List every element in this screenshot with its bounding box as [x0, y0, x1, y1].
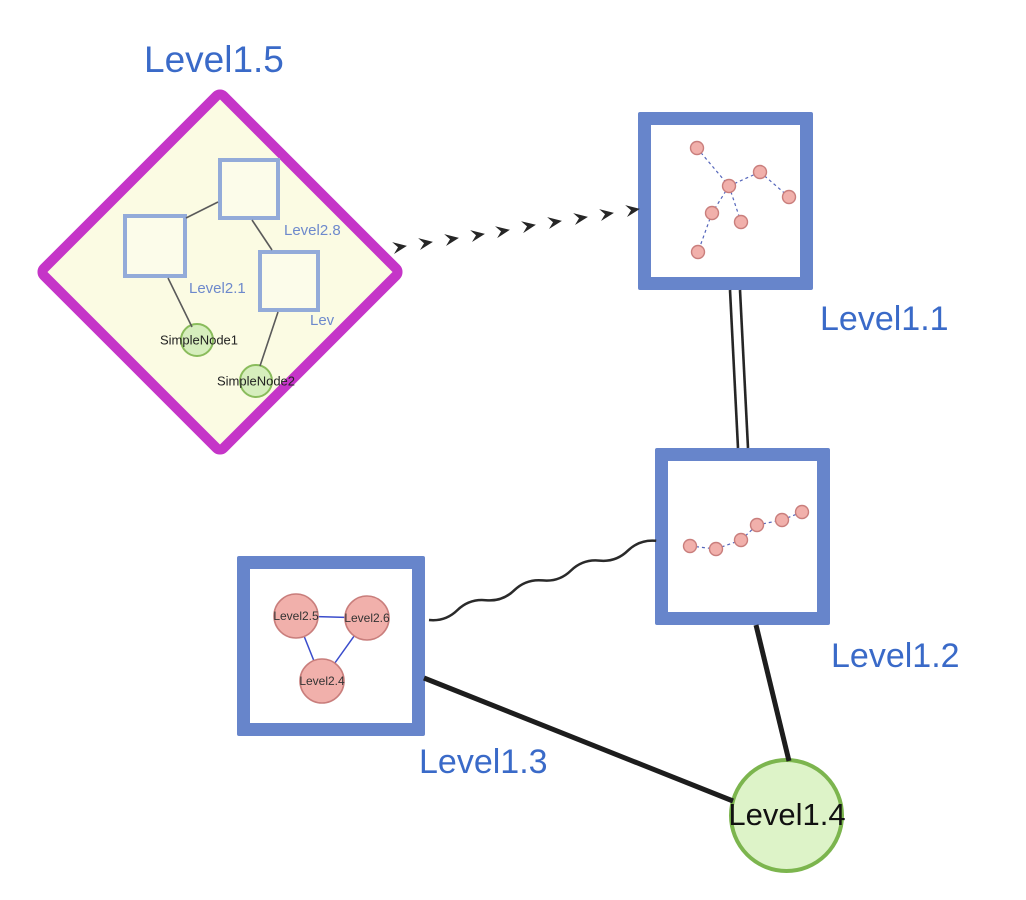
label-level2-4: Level2.4 — [299, 674, 345, 688]
child-node-level2-8[interactable] — [218, 158, 280, 220]
label-level2-1: Level2.1 — [189, 280, 246, 297]
edge-level13-level14[interactable] — [423, 675, 734, 804]
node-level1-4[interactable] — [729, 758, 844, 873]
group-node-level1-3[interactable] — [237, 556, 425, 736]
label-level1-4: Level1.4 — [728, 797, 846, 832]
group-node-level1-1[interactable] — [638, 112, 813, 290]
label-level2-5: Level2.5 — [273, 609, 319, 623]
simple-node-2[interactable] — [239, 364, 273, 398]
label-level1-3: Level1.3 — [419, 743, 548, 781]
child-node-level2-x[interactable] — [258, 250, 320, 312]
edge-level12-level14[interactable] — [753, 624, 792, 762]
label-level1-1: Level1.1 — [820, 300, 949, 338]
label-level1-5: Level1.5 — [144, 39, 284, 80]
label-level2-truncated: Lev — [310, 312, 335, 329]
label-level2-6: Level2.6 — [344, 611, 390, 625]
edge-level12-level13[interactable] — [428, 539, 657, 622]
child-node-level2-1[interactable] — [123, 214, 187, 278]
simple-node-1[interactable] — [180, 323, 214, 357]
group-node-level1-5[interactable] — [33, 85, 407, 459]
edge-level15-level11[interactable] — [392, 205, 640, 254]
label-simple-node-2: SimpleNode2 — [216, 373, 296, 389]
label-simple-node-1: SimpleNode1 — [159, 332, 239, 348]
edge-level11-level12[interactable] — [728, 289, 750, 449]
group-node-level1-2[interactable] — [655, 448, 830, 625]
label-level1-2: Level1.2 — [831, 637, 960, 675]
label-level2-8: Level2.8 — [284, 222, 341, 239]
